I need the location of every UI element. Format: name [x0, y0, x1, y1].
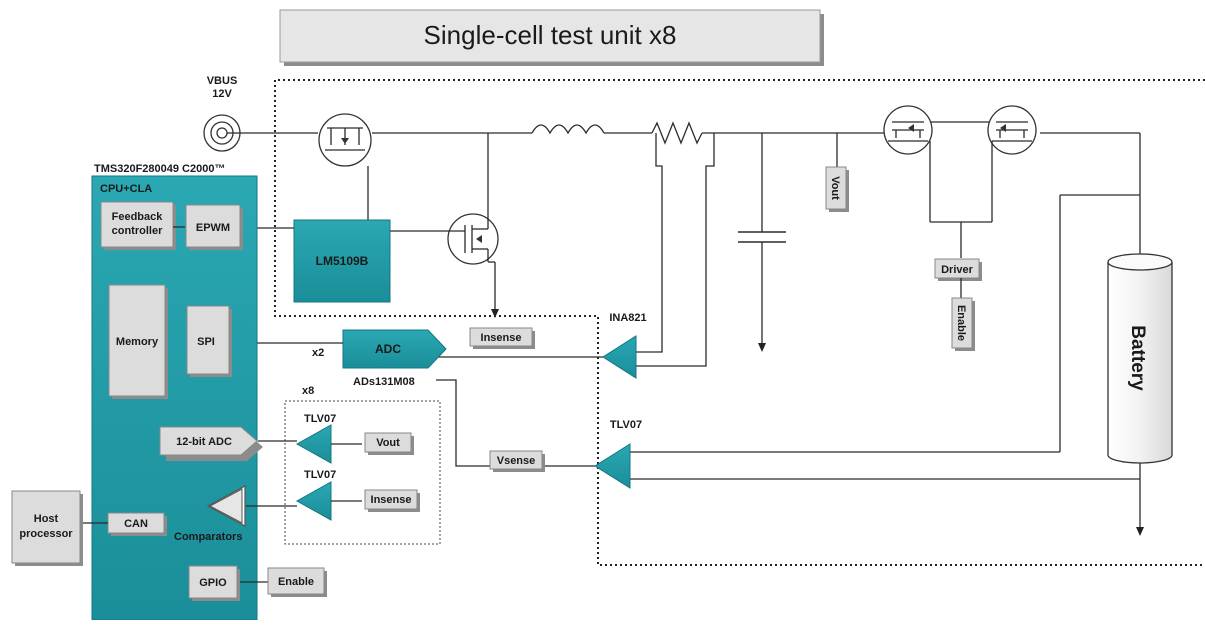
- x8-label: x8: [302, 385, 314, 397]
- insense-small-tag: Insense: [364, 489, 420, 512]
- enable-gpio-label: Enable: [278, 576, 314, 588]
- enable-vertical-label: Enable: [955, 305, 967, 341]
- vout-small-tag: Vout: [364, 432, 414, 455]
- gpio-label: GPIO: [199, 577, 227, 589]
- tlv07-vsense-amplifier: TLV07: [594, 419, 642, 489]
- host-processor-box: Host processor: [11, 490, 83, 566]
- battery-icon: Battery: [1107, 253, 1173, 464]
- tlv07-right-label: TLV07: [610, 419, 642, 431]
- ina821-label: INA821: [609, 312, 646, 324]
- memory-label: Memory: [116, 336, 159, 348]
- adc12-label: 12-bit ADC: [176, 436, 232, 448]
- adc12-block: 12-bit ADC: [159, 426, 263, 461]
- host-line1: Host: [34, 513, 59, 525]
- feedback-line2: controller: [112, 225, 163, 237]
- input-mosfet-icon: [318, 113, 372, 222]
- tlv07-a-label: TLV07: [304, 413, 336, 425]
- memory-box: Memory: [108, 284, 168, 399]
- enable-vertical-tag: Enable: [951, 297, 975, 351]
- tlv07-b-label: TLV07: [304, 469, 336, 481]
- vbus-voltage: 12V: [212, 88, 232, 100]
- comparators-icon: Comparators: [174, 484, 246, 543]
- inductor-icon: [531, 124, 605, 135]
- feedback-controller-box: Feedback controller: [100, 201, 176, 250]
- lm5109b-driver: LM5109B: [293, 219, 391, 303]
- output-mosfet-b-icon: [987, 105, 1037, 222]
- adc-part-label: ADs131M08: [353, 376, 415, 388]
- gpio-box: GPIO: [188, 565, 240, 601]
- vbus-label: VBUS: [207, 75, 238, 87]
- output-mosfet-a-icon: [883, 105, 933, 222]
- adc-label: ADC: [375, 342, 401, 356]
- vsense-tag: Vsense: [489, 450, 545, 472]
- vsense-label: Vsense: [497, 455, 536, 467]
- vout-vertical-tag: Vout: [825, 166, 849, 212]
- vout-small-label: Vout: [376, 437, 400, 449]
- insense-small-label: Insense: [371, 494, 412, 506]
- spi-box: SPI: [186, 305, 232, 377]
- mcu-subtitle: CPU+CLA: [100, 183, 152, 195]
- adc-block: ADC ADs131M08 x2: [312, 329, 447, 388]
- vbus-connector: VBUS 12V: [203, 75, 241, 152]
- insense-mid-label: Insense: [481, 332, 522, 344]
- title-box: Single-cell test unit x8: [279, 9, 824, 66]
- mcu-name: TMS320F280049 C2000™: [94, 163, 225, 175]
- host-line2: processor: [19, 528, 73, 540]
- can-label: CAN: [124, 518, 148, 530]
- output-capacitor-icon: [738, 133, 786, 352]
- tlv07-b-amplifier: [295, 481, 332, 521]
- spi-label: SPI: [197, 336, 215, 348]
- battery-label: Battery: [1127, 325, 1148, 391]
- shunt-resistor-icon: [651, 121, 703, 145]
- driver-box: Driver: [934, 258, 982, 281]
- adc-multiplier: x2: [312, 347, 324, 359]
- diagram-title: Single-cell test unit x8: [424, 20, 677, 50]
- can-box: CAN: [107, 512, 167, 536]
- insense-mid-tag: Insense: [469, 327, 535, 349]
- epwm-box: EPWM: [185, 204, 243, 250]
- enable-gpio-tag: Enable: [267, 567, 327, 597]
- lowside-mosfet-icon: [390, 133, 499, 318]
- driver-label: Driver: [941, 264, 974, 276]
- tlv07-a-amplifier: [295, 424, 332, 464]
- comparators-label: Comparators: [174, 531, 242, 543]
- ina821-amplifier: INA821: [602, 312, 647, 379]
- test-unit-boundary: [274, 79, 1205, 566]
- tlv07-group: x8 TLV07 TLV07: [284, 385, 441, 545]
- epwm-label: EPWM: [196, 222, 230, 234]
- lm5109b-label: LM5109B: [316, 254, 369, 268]
- feedback-line1: Feedback: [112, 211, 164, 223]
- vout-vertical-label: Vout: [829, 176, 841, 200]
